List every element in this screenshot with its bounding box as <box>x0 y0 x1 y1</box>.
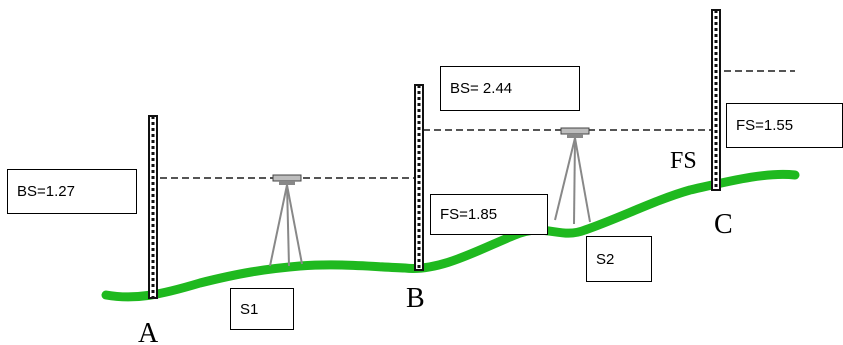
point-label-a: A <box>138 318 159 345</box>
leveling-staff-c <box>711 9 721 191</box>
setup-text-s2: S2 <box>596 250 615 268</box>
point-label-c: C <box>714 209 733 240</box>
reading-box-fs-c: FS=1.55 <box>726 103 843 148</box>
reading-box-fs-b: FS=1.85 <box>430 194 548 235</box>
reading-box-bs-a: BS=1.27 <box>7 169 137 214</box>
leveling-staff-a <box>148 115 158 299</box>
reading-text-bs-a: BS=1.27 <box>17 183 75 200</box>
reading-text-bs-b: BS= 2.44 <box>450 80 513 97</box>
reading-text-fs-b: FS=1.85 <box>440 206 498 223</box>
setup-box-s1: S1 <box>230 288 294 330</box>
setup-box-s2: S2 <box>586 236 652 282</box>
point-tag-fs: FS <box>670 148 697 174</box>
reading-text-fs-c: FS=1.55 <box>736 117 794 134</box>
point-label-b: B <box>406 283 425 314</box>
reading-box-bs-b: BS= 2.44 <box>440 66 580 111</box>
level-instrument-s1 <box>269 174 303 267</box>
leveling-staff-b <box>414 84 424 271</box>
level-instrument-s2 <box>554 127 591 225</box>
ground-profile <box>101 169 800 302</box>
setup-text-s1: S1 <box>240 300 259 318</box>
